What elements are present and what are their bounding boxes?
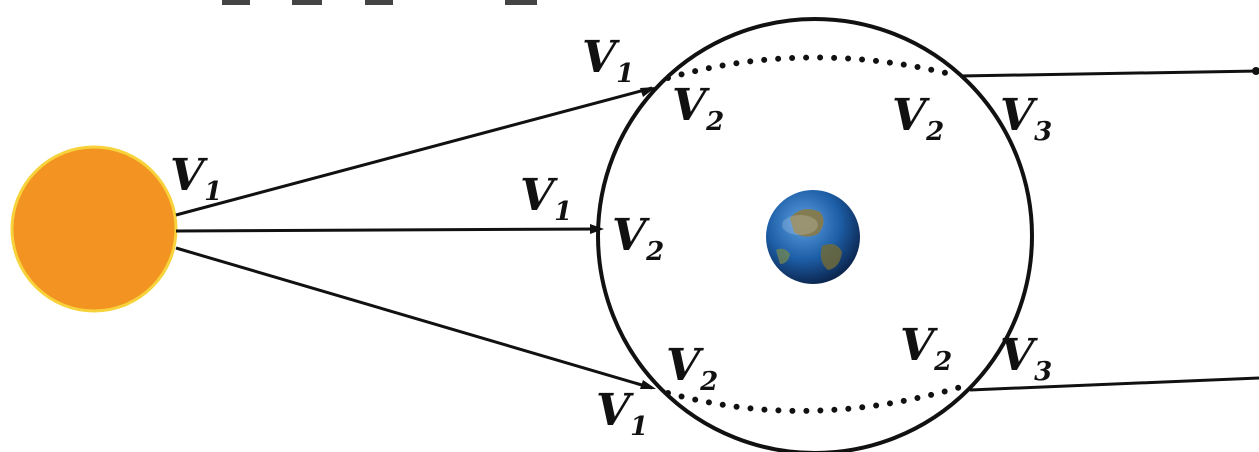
label-v1-middle-subscript: 1 bbox=[554, 197, 572, 227]
earth-icon bbox=[766, 190, 860, 284]
label-v3-top-letter: V bbox=[1000, 90, 1038, 141]
label-v2-top-left-subscript: 2 bbox=[705, 107, 724, 137]
label-v2-bottom-right-subscript: 2 bbox=[933, 347, 952, 377]
sun bbox=[10, 145, 178, 313]
label-v3-bottom-subscript: 3 bbox=[1034, 357, 1052, 387]
label-v1-sun-letter: V bbox=[170, 150, 208, 201]
ray-upper bbox=[175, 86, 653, 217]
label-v2-bottom-right-letter: V bbox=[900, 320, 938, 371]
outer-sphere bbox=[596, 17, 1034, 452]
top-edge-marks bbox=[222, 0, 537, 5]
label-v2-bottom-left-letter: V bbox=[666, 340, 704, 391]
label-v3-bottom-letter: V bbox=[1000, 330, 1038, 381]
label-v2-top-left: V2 bbox=[672, 80, 724, 137]
label-v1-bottom-subscript: 1 bbox=[630, 412, 648, 442]
label-v1-top-subscript: 1 bbox=[616, 59, 634, 89]
dotted-path-top bbox=[665, 54, 961, 81]
label-v2-top-right-letter: V bbox=[892, 90, 930, 141]
label-v2-middle: V2 bbox=[612, 210, 664, 267]
exit-ray-upper bbox=[959, 69, 1259, 78]
label-v2-middle-letter: V bbox=[612, 210, 650, 261]
label-v2-top-right: V2 bbox=[892, 90, 944, 147]
ray-lower bbox=[175, 246, 653, 390]
label-v1-sun: V1 bbox=[170, 150, 222, 207]
label-v2-bottom-left-subscript: 2 bbox=[699, 367, 718, 397]
label-v1-top-letter: V bbox=[582, 32, 620, 83]
ray-middle bbox=[175, 227, 601, 233]
label-v1-bottom-letter: V bbox=[596, 385, 634, 436]
label-v2-bottom-right: V2 bbox=[900, 320, 952, 377]
label-v3-top-subscript: 3 bbox=[1034, 117, 1052, 147]
label-v2-top-right-subscript: 2 bbox=[925, 117, 944, 147]
ray-lower-arrowhead bbox=[640, 380, 656, 389]
exit-ray-lower bbox=[969, 376, 1259, 392]
exit-ray-upper-end bbox=[1252, 67, 1259, 75]
label-v2-middle-subscript: 2 bbox=[645, 237, 664, 267]
label-v1-middle-letter: V bbox=[520, 170, 558, 221]
label-v1-sun-subscript: 1 bbox=[204, 177, 222, 207]
label-v2-bottom-left: V2 bbox=[666, 340, 718, 397]
label-v2-top-left-letter: V bbox=[672, 80, 710, 131]
label-v1-bottom: V1 bbox=[596, 385, 648, 442]
label-v3-top: V3 bbox=[1000, 90, 1052, 147]
label-v1-middle: V1 bbox=[520, 170, 572, 227]
ray-upper-arrowhead bbox=[640, 87, 656, 97]
label-v1-top: V1 bbox=[582, 32, 634, 89]
label-v3-bottom: V3 bbox=[1000, 330, 1052, 387]
